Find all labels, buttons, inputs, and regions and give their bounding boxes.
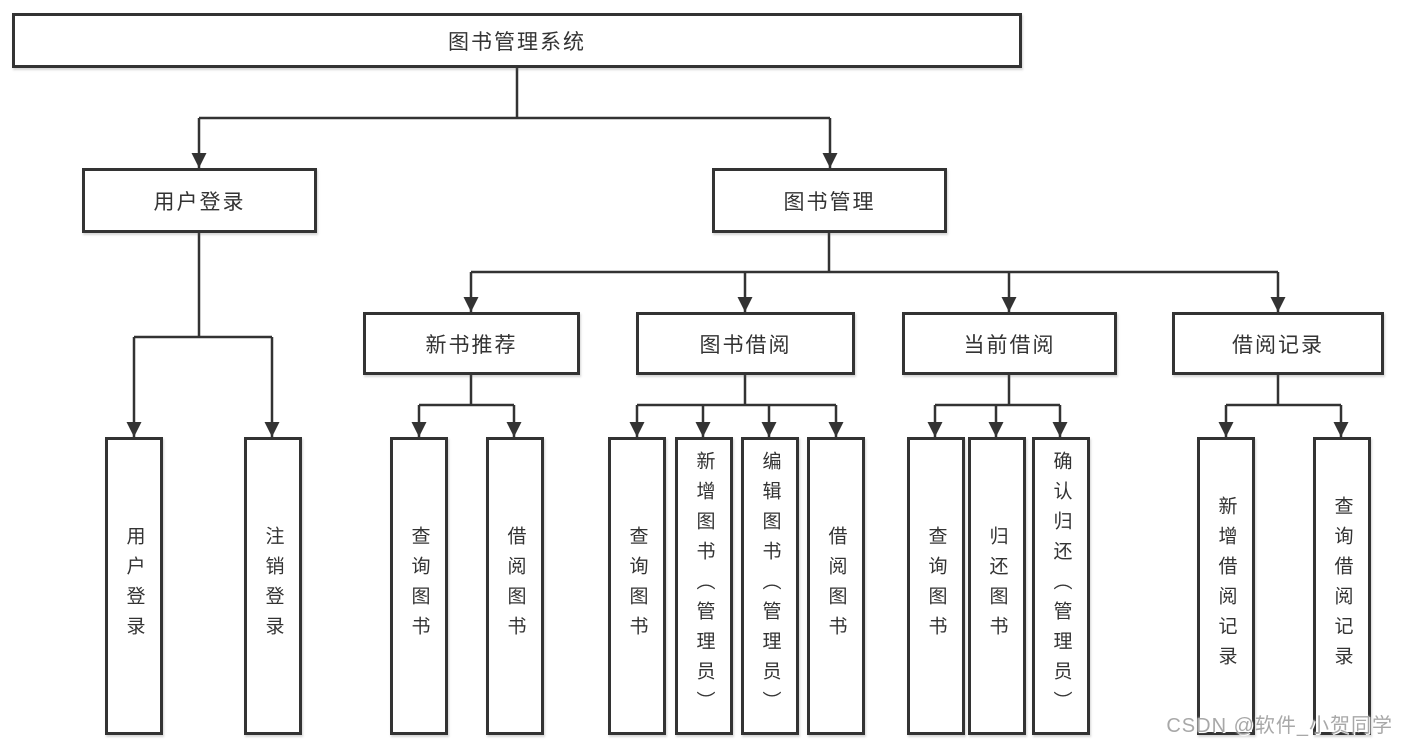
node-book-borrowing: 图书借阅 bbox=[636, 312, 855, 375]
leaf-borrow-books-recommend: 借阅图书 bbox=[486, 437, 544, 735]
leaf-add-borrow-record: 新增借阅记录 bbox=[1197, 437, 1255, 735]
leaf-user-login: 用户登录 bbox=[105, 437, 163, 735]
connector-current-borrowing bbox=[935, 375, 1060, 407]
leaf-confirm-return-admin: 确认归还（管理员） bbox=[1032, 437, 1090, 735]
node-current-borrowing: 当前借阅 bbox=[902, 312, 1117, 375]
connector-borrowing-records bbox=[1226, 375, 1341, 407]
node-root-system: 图书管理系统 bbox=[12, 13, 1022, 68]
connector-arrows bbox=[126, 118, 1349, 437]
connector-book-management bbox=[471, 233, 1278, 274]
csdn-watermark: CSDN @软件_小贺同学 bbox=[1166, 715, 1393, 737]
node-borrowing-records: 借阅记录 bbox=[1172, 312, 1384, 375]
connector-root bbox=[199, 68, 830, 120]
leaf-add-book-admin: 新增图书（管理员） bbox=[675, 437, 733, 735]
leaf-query-books-recommend: 查询图书 bbox=[390, 437, 448, 735]
leaf-logout-login: 注销登录 bbox=[244, 437, 302, 735]
connector-new-book-recommend bbox=[419, 375, 514, 407]
node-new-book-recommend: 新书推荐 bbox=[363, 312, 580, 375]
leaf-query-books-borrowing: 查询图书 bbox=[608, 437, 666, 735]
node-user-login: 用户登录 bbox=[82, 168, 317, 233]
leaf-query-books-current: 查询图书 bbox=[907, 437, 965, 735]
leaf-edit-book-admin: 编辑图书（管理员） bbox=[741, 437, 799, 735]
node-book-management: 图书管理 bbox=[712, 168, 947, 233]
connector-user-login bbox=[134, 233, 272, 339]
leaf-borrow-books-borrowing: 借阅图书 bbox=[807, 437, 865, 735]
connector-book-borrowing bbox=[637, 375, 836, 407]
leaf-query-borrow-record: 查询借阅记录 bbox=[1313, 437, 1371, 735]
leaf-return-book: 归还图书 bbox=[968, 437, 1026, 735]
